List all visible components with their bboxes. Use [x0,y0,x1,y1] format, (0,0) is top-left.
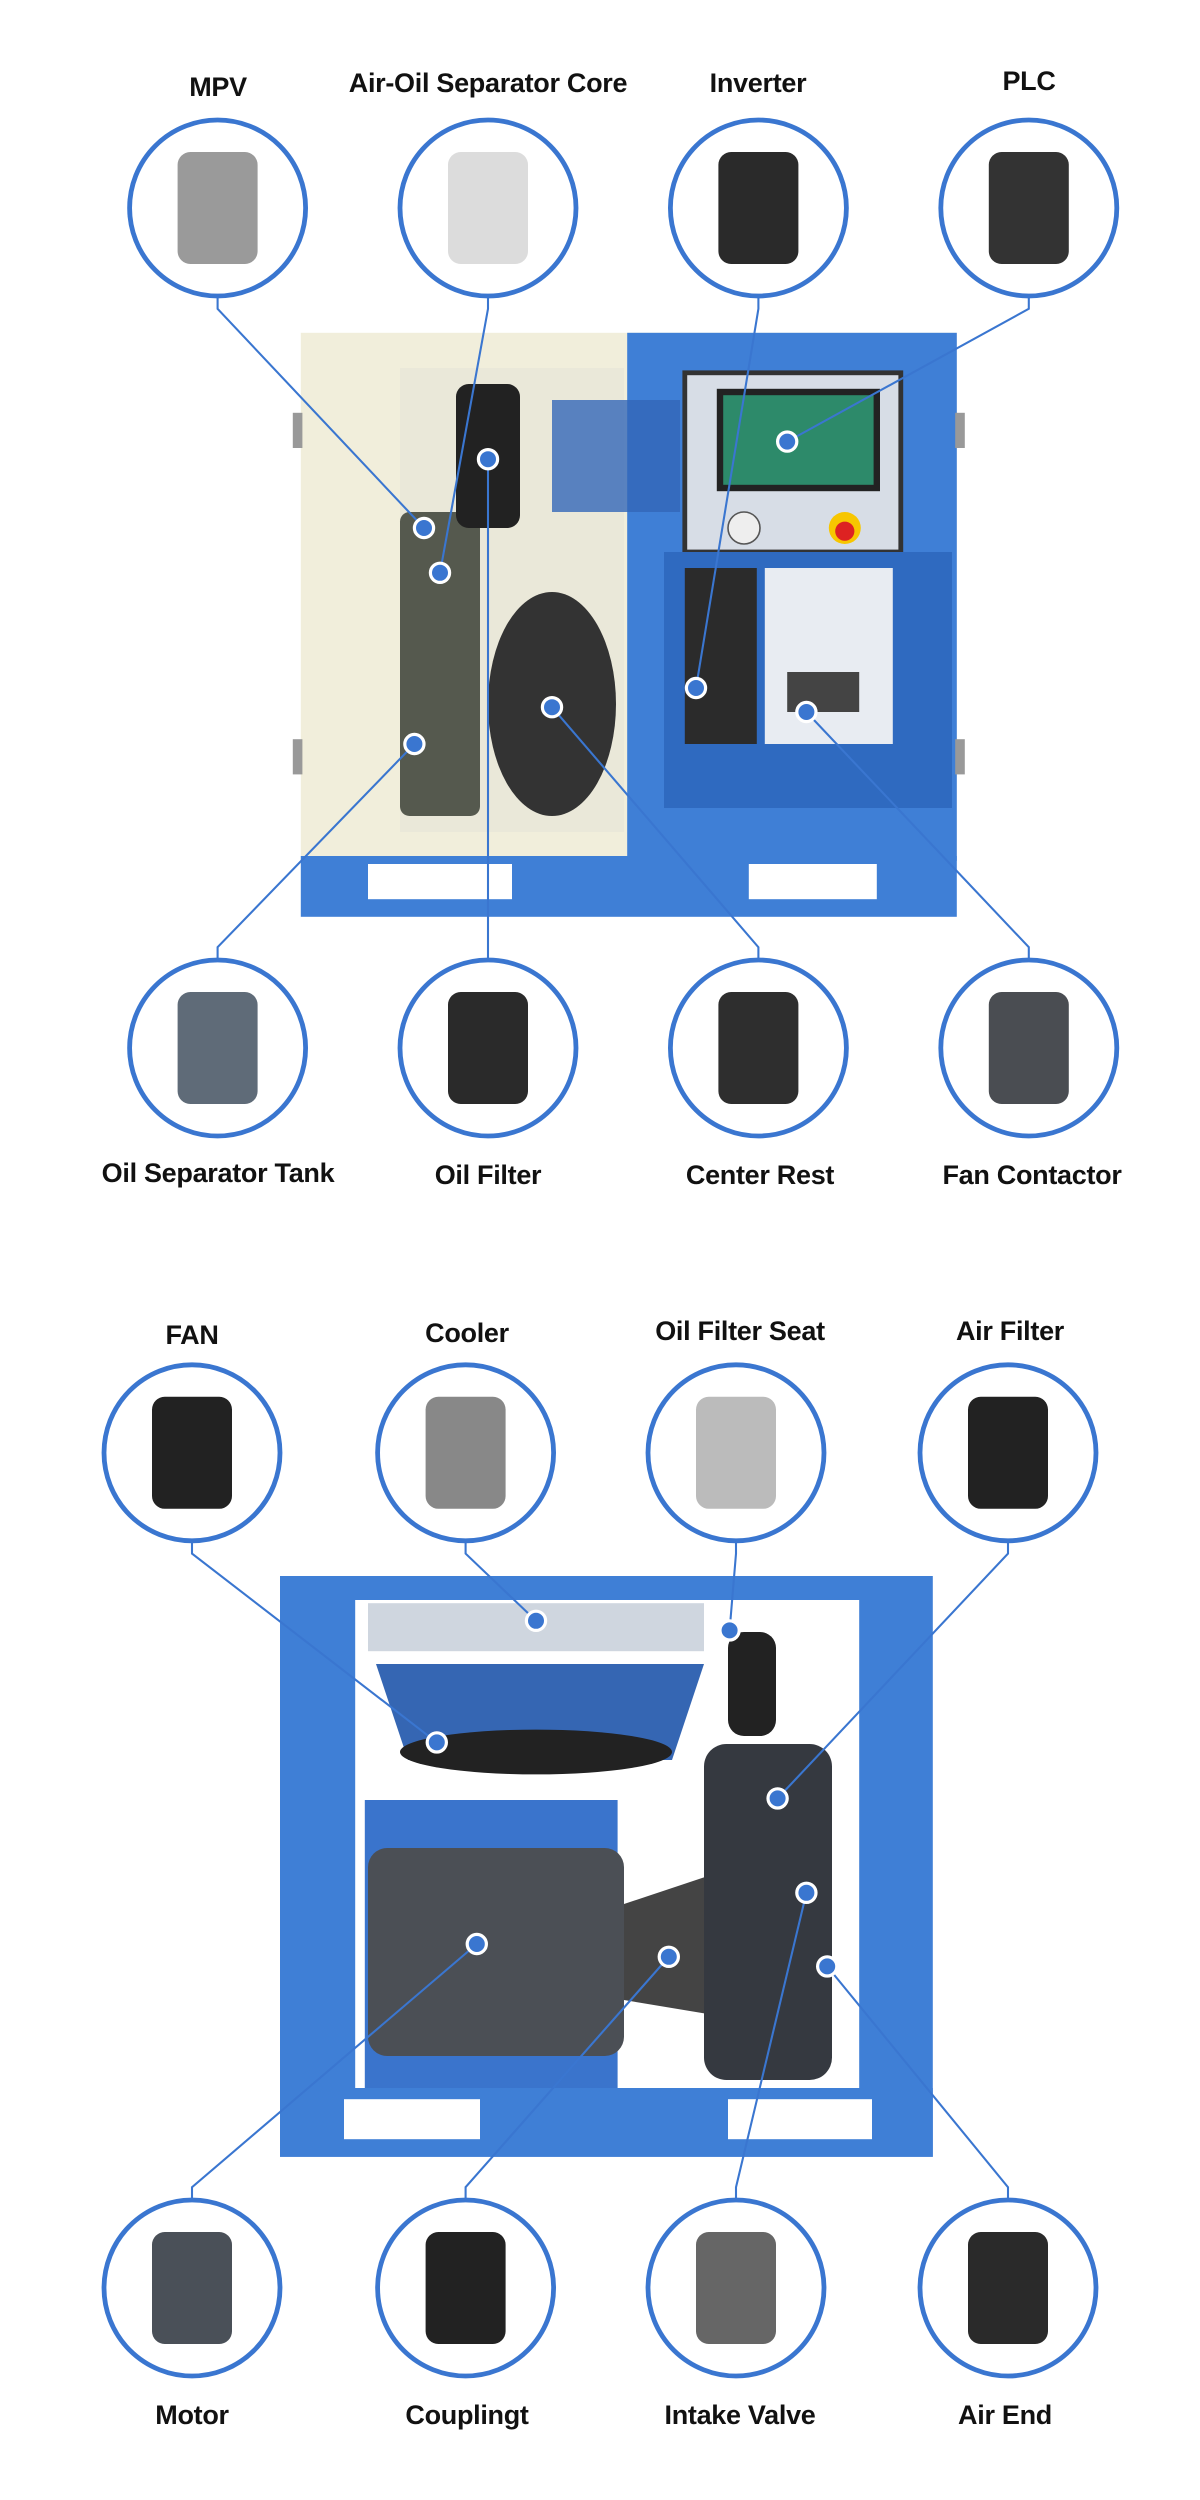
air-oil-separator-core-part-callout [397,117,579,299]
fan-part-icon [152,1396,232,1509]
motor-part-icon [152,2232,232,2344]
oil-filter-seat-connector-line [728,1540,738,1631]
mpv-part-callout [127,117,308,299]
air-end-part-icon [968,2232,1048,2344]
oil-separator-tank-part-icon [177,992,258,1104]
cooler-part-callout [375,1362,556,1544]
plc-location-marker [776,430,799,453]
plc-connector-line [786,296,1030,443]
air-oil-separator-core-location-marker [428,561,452,585]
mpv-location-marker [412,516,436,540]
fan-contactor-part-callout [938,957,1120,1139]
label-center-rest: Center Rest [685,1160,835,1190]
coupling-part-callout [375,2197,556,2379]
center-rest-location-marker [540,696,564,719]
label-oil-filter: Oil Filter [434,1160,542,1190]
oil-filter-location-marker [476,448,500,471]
intake-valve-location-marker [795,1881,818,1905]
intake-valve-part-icon [696,2232,776,2344]
label-motor: Motor [155,2400,229,2430]
fan-connector-line [190,1540,438,1744]
air-oil-separator-core-connector-line [438,296,490,573]
inverter-location-marker [684,676,708,700]
coupling-connector-line [464,1956,670,2200]
air-filter-part-icon [968,1396,1048,1509]
cooler-connector-line [464,1540,537,1622]
mpv-connector-line [216,296,425,529]
air-end-part-callout [917,2197,1099,2379]
cooler-part-icon [425,1396,506,1509]
plc-part-callout [938,117,1120,299]
label-intake-valve: Intake Valve [664,2400,816,2430]
oil-separator-tank-part-callout [127,957,308,1139]
center-rest-connector-line [551,706,760,960]
air-end-connector-line [826,1965,1010,2200]
motor-part-callout [101,2197,283,2379]
label-plc: PLC [1002,66,1056,96]
plc-part-icon [988,152,1069,264]
center-rest-part-callout [668,957,849,1139]
oil-filter-seat-part-callout [645,1362,827,1544]
fan-contactor-connector-line [805,711,1030,960]
mpv-part-icon [177,152,258,264]
label-fan: FAN [165,1320,219,1350]
fan-contactor-location-marker [795,700,818,724]
compressor-front-view [292,332,965,917]
oil-filter-part-callout [397,957,579,1139]
label-mpv: MPV [189,72,247,102]
oil-separator-tank-connector-line [216,743,416,960]
oil-filter-seat-location-marker [718,1619,741,1642]
fan-location-marker [425,1731,448,1754]
label-coupling: Couplingt [405,2400,529,2430]
oil-filter-seat-part-icon [696,1396,776,1509]
center-rest-part-icon [718,992,799,1104]
label-air-end: Air End [958,2400,1052,2430]
fan-part-callout [101,1362,283,1544]
air-oil-separator-core-part-icon [448,152,528,264]
inverter-part-callout [668,117,849,299]
coupling-location-marker [657,1945,681,1969]
air-end-location-marker [816,1955,839,1978]
air-filter-location-marker [766,1787,789,1810]
motor-location-marker [465,1932,488,1956]
coupling-part-icon [425,2232,506,2344]
air-filter-connector-line [776,1540,1010,1800]
oil-filter-part-icon [448,992,528,1104]
fan-contactor-part-icon [988,992,1069,1104]
label-air-oil-separator-core: Air-Oil Separator Core [348,68,628,98]
label-cooler: Cooler [425,1318,509,1348]
label-air-filter: Air Filter [955,1316,1065,1346]
label-oil-separator-tank: Oil Separator Tank [101,1158,335,1188]
inverter-connector-line [694,296,760,689]
label-fan-contactor: Fan Contactor [942,1160,1122,1190]
compressor-rear-view [280,1576,933,2157]
label-inverter: Inverter [709,68,807,98]
motor-connector-line [190,1943,478,2200]
oil-separator-tank-location-marker [403,732,426,756]
air-filter-part-callout [917,1362,1099,1544]
inverter-part-icon [718,152,799,264]
intake-valve-connector-line [734,1892,808,2200]
intake-valve-part-callout [645,2197,827,2379]
cooler-location-marker [524,1609,548,1633]
label-oil-filter-seat: Oil Filter Seat [655,1316,825,1346]
